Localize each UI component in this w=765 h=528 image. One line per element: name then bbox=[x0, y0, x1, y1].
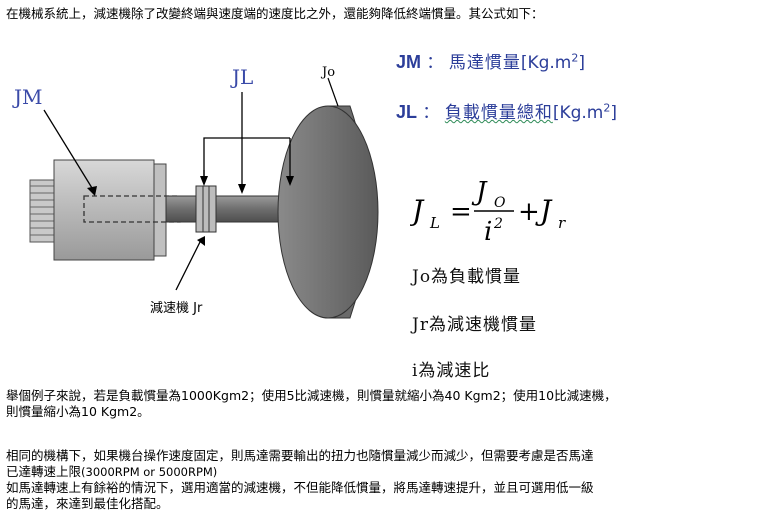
legend-jm-symbol: JM bbox=[396, 52, 422, 72]
legend-jl-exp: 2 bbox=[603, 101, 611, 115]
jl-bracket bbox=[203, 92, 291, 190]
formula-lhs: J bbox=[410, 194, 425, 227]
legend-jm-unit: [Kg.m bbox=[520, 53, 572, 73]
reducer-coupling bbox=[195, 185, 217, 233]
legend-jl-desc: 負載慣量總和 bbox=[444, 103, 553, 123]
legend-jm: JM ： 馬達慣量[Kg.m2] bbox=[396, 48, 585, 73]
reducer-diagram: JM JL Jo 減速機 Jr bbox=[12, 65, 379, 319]
formula-num: J bbox=[471, 177, 488, 207]
formula-den: i bbox=[484, 217, 492, 247]
definition-jr: Jr為減速機慣量 bbox=[412, 315, 537, 335]
label-reducer: 減速機 Jr bbox=[150, 300, 203, 316]
formula-lhs-sub: L bbox=[429, 214, 440, 232]
paragraph-speed-line1: 相同的機構下，如果機台操作速度固定，則馬達需要輸出的扭力也隨慣量減少而減少，但需… bbox=[6, 448, 594, 463]
label-jo: Jo bbox=[320, 65, 335, 80]
paragraph-speed-line4: 的馬達，來達到最佳化搭配。 bbox=[6, 496, 169, 511]
motor-flange bbox=[153, 163, 167, 257]
legend-jm-sep: ： bbox=[426, 53, 444, 73]
formula-num-sub: O bbox=[494, 195, 506, 211]
inertia-formula: J L = J O i 2 + J r bbox=[410, 177, 566, 247]
motor-fins bbox=[29, 179, 55, 243]
legend-jl: JL ： 負載慣量總和[Kg.m2] bbox=[396, 98, 617, 123]
paragraph-speed-line3: 如馬達轉速上有餘裕的情況下，選用適當的減速機，不但能降低慣量，將馬達轉速提升，並… bbox=[6, 480, 594, 495]
svg-text:=: = bbox=[450, 197, 472, 227]
paragraph-example: 舉個例子來說，若是負載慣量為1000Kgm2；使用5比減速機，則慣量就縮小為40… bbox=[6, 388, 617, 420]
legend-jl-sep: ： bbox=[422, 103, 440, 123]
legend-jl-unit: [Kg.m bbox=[552, 103, 604, 123]
legend-jl-symbol: JL bbox=[396, 102, 418, 122]
legend-jl-close: ] bbox=[610, 103, 618, 123]
legend-jm-exp: 2 bbox=[571, 51, 579, 65]
paragraph-speed: 相同的機構下，如果機台操作速度固定，則馬達需要輸出的扭力也隨慣量減少而減少，但需… bbox=[6, 448, 594, 512]
formula-plus-sub: r bbox=[558, 214, 566, 232]
definition-jo: Jo為負載慣量 bbox=[412, 267, 522, 287]
label-jl: JL bbox=[230, 65, 253, 89]
paragraph-example-line2: 則慣量縮小為10 Kgm2。 bbox=[6, 404, 150, 419]
intro-text: 在機械系統上，減速機除了改變終端與速度端的速度比之外，還能夠降低終端慣量。其公式… bbox=[6, 6, 544, 21]
legend-jm-close: ] bbox=[578, 53, 586, 73]
label-jm: JM bbox=[12, 85, 43, 109]
svg-text:+: + bbox=[518, 197, 540, 227]
paragraph-example-line1: 舉個例子來說，若是負載慣量為1000Kgm2；使用5比減速機，則慣量就縮小為40… bbox=[6, 388, 617, 403]
formula-plus-term: J bbox=[535, 194, 553, 227]
motor-body bbox=[53, 159, 155, 261]
definition-i: i為減速比 bbox=[412, 361, 491, 381]
formula-den-exp: 2 bbox=[493, 216, 503, 232]
paragraph-speed-line2-rpm: (3000RPM or 5000RPM) bbox=[81, 465, 218, 479]
load-disk bbox=[277, 105, 379, 319]
paragraph-speed-line2: 已達轉速上限(3000RPM or 5000RPM) bbox=[6, 464, 594, 480]
legend-jm-desc: 馬達慣量 bbox=[448, 53, 521, 73]
paragraph-speed-line2-text: 已達轉速上限 bbox=[6, 464, 82, 479]
